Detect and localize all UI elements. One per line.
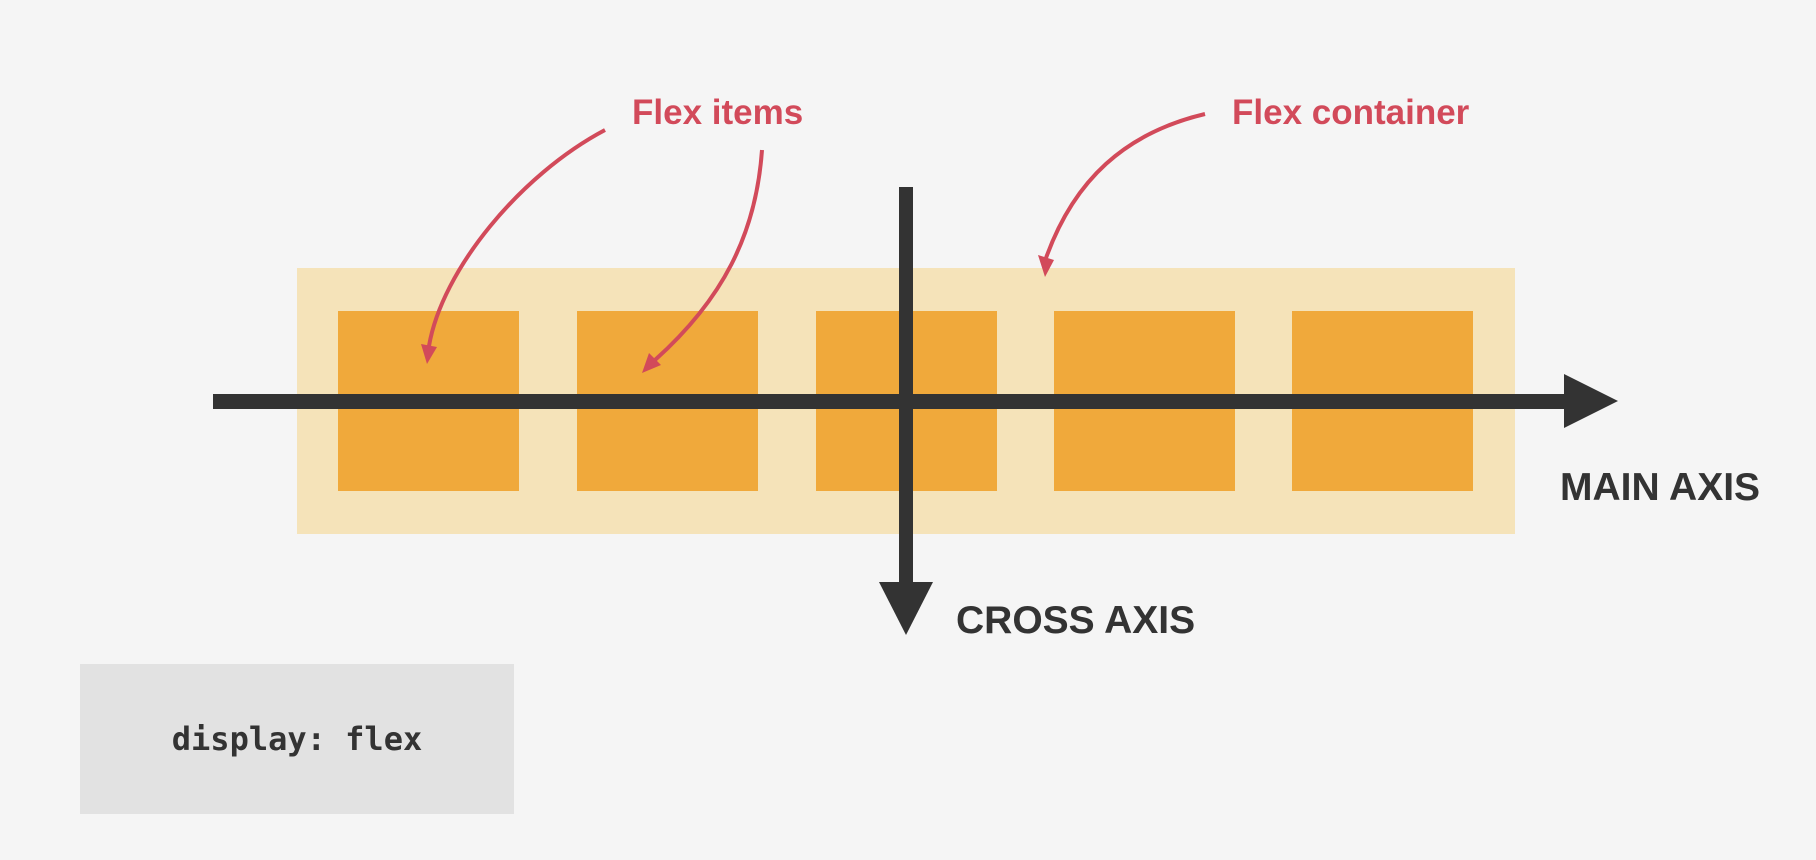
cross-axis-label: CROSS AXIS <box>956 599 1195 642</box>
main-axis-arrow <box>213 374 1618 428</box>
flex-items-label: Flex items <box>632 93 803 132</box>
cross-axis-arrow <box>879 187 933 635</box>
flex-container-label: Flex container <box>1232 93 1470 132</box>
flex-items-arrow-2 <box>642 149 764 373</box>
flex-items-arrow-1 <box>421 128 606 364</box>
code-snippet: display: flex <box>171 720 423 758</box>
main-axis-label: MAIN AXIS <box>1560 466 1760 509</box>
code-box: display: flex <box>80 664 514 814</box>
flex-container-arrow <box>1038 112 1206 277</box>
